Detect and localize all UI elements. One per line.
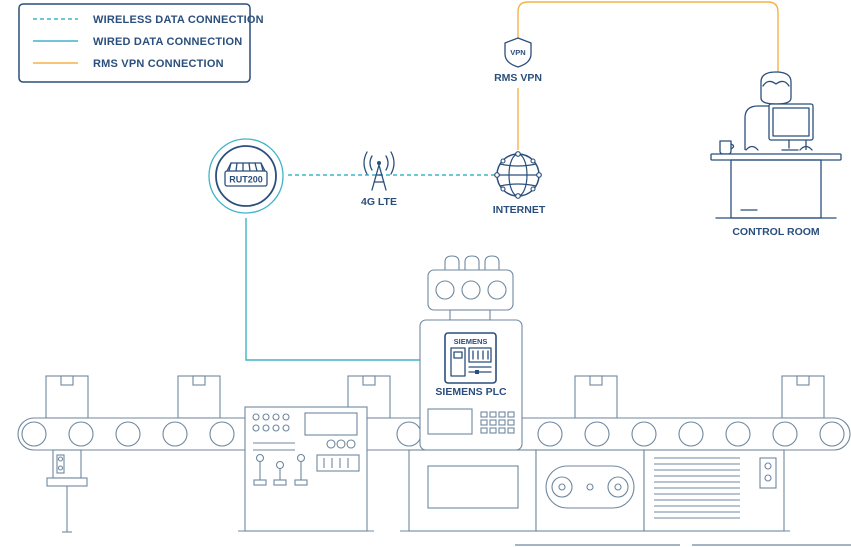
plc-brand: SIEMENS: [454, 337, 488, 346]
desk-cabinet: [730, 159, 822, 219]
robot-head: [427, 269, 514, 311]
vpn-label: RMS VPN: [494, 72, 542, 84]
robot-neck: [449, 309, 491, 321]
legend: WIRELESS DATA CONNECTION WIRED DATA CONN…: [18, 3, 264, 83]
operator-head: [760, 71, 792, 105]
internet-node: INTERNET: [493, 151, 546, 216]
keypad-icon: [480, 411, 515, 434]
package-icon: [574, 375, 618, 419]
production-line: [17, 255, 851, 546]
grille-section: [638, 449, 790, 532]
conveyor-rollers: [21, 421, 845, 447]
lte-label: 4G LTE: [361, 196, 397, 208]
vpn-node: VPN RMS VPN: [494, 37, 542, 84]
vpn-connection-control-line: [517, 1, 779, 72]
robot-screen: [427, 408, 473, 435]
router-node: RUT200: [208, 138, 284, 214]
desk-top: [710, 153, 842, 161]
left-stand: [46, 449, 88, 533]
internet-label: INTERNET: [493, 204, 546, 216]
plc-node: SIEMENS SIEMENS PLC: [435, 332, 507, 398]
legend-wireless-label: WIRELESS DATA CONNECTION: [93, 14, 264, 26]
router-label: RUT200: [229, 175, 263, 185]
plc-icon: SIEMENS: [444, 332, 497, 384]
router-icon: [224, 162, 268, 187]
vpn-badge: VPN: [510, 48, 525, 57]
cell-tower-icon: [363, 151, 395, 191]
monitor-icon: [768, 103, 814, 141]
shield-icon: [504, 37, 532, 68]
legend-wired-label: WIRED DATA CONNECTION: [93, 36, 242, 48]
wired-connection-line: [245, 218, 444, 361]
belt-drive-section: [530, 449, 650, 532]
control-panel-body: [244, 406, 368, 532]
plc-label: SIEMENS PLC: [435, 386, 507, 398]
globe-icon: [494, 151, 542, 199]
operator-desk-icon: [710, 71, 842, 219]
control-panel-machine: [238, 406, 374, 532]
router-inner-ring: [215, 145, 277, 207]
robot-base: [408, 449, 537, 532]
control-room-node: CONTROL ROOM: [710, 71, 842, 238]
package-icon: [45, 375, 89, 419]
cup-icon: [719, 140, 732, 155]
lever-icon: [253, 453, 308, 486]
lte-node: 4G LTE: [361, 151, 397, 208]
control-room-label: CONTROL ROOM: [732, 226, 820, 238]
panel-display: [304, 412, 358, 436]
package-icon: [781, 375, 825, 419]
package-icon: [347, 375, 391, 419]
legend-vpn-label: RMS VPN CONNECTION: [93, 58, 224, 70]
package-icon: [177, 375, 221, 419]
